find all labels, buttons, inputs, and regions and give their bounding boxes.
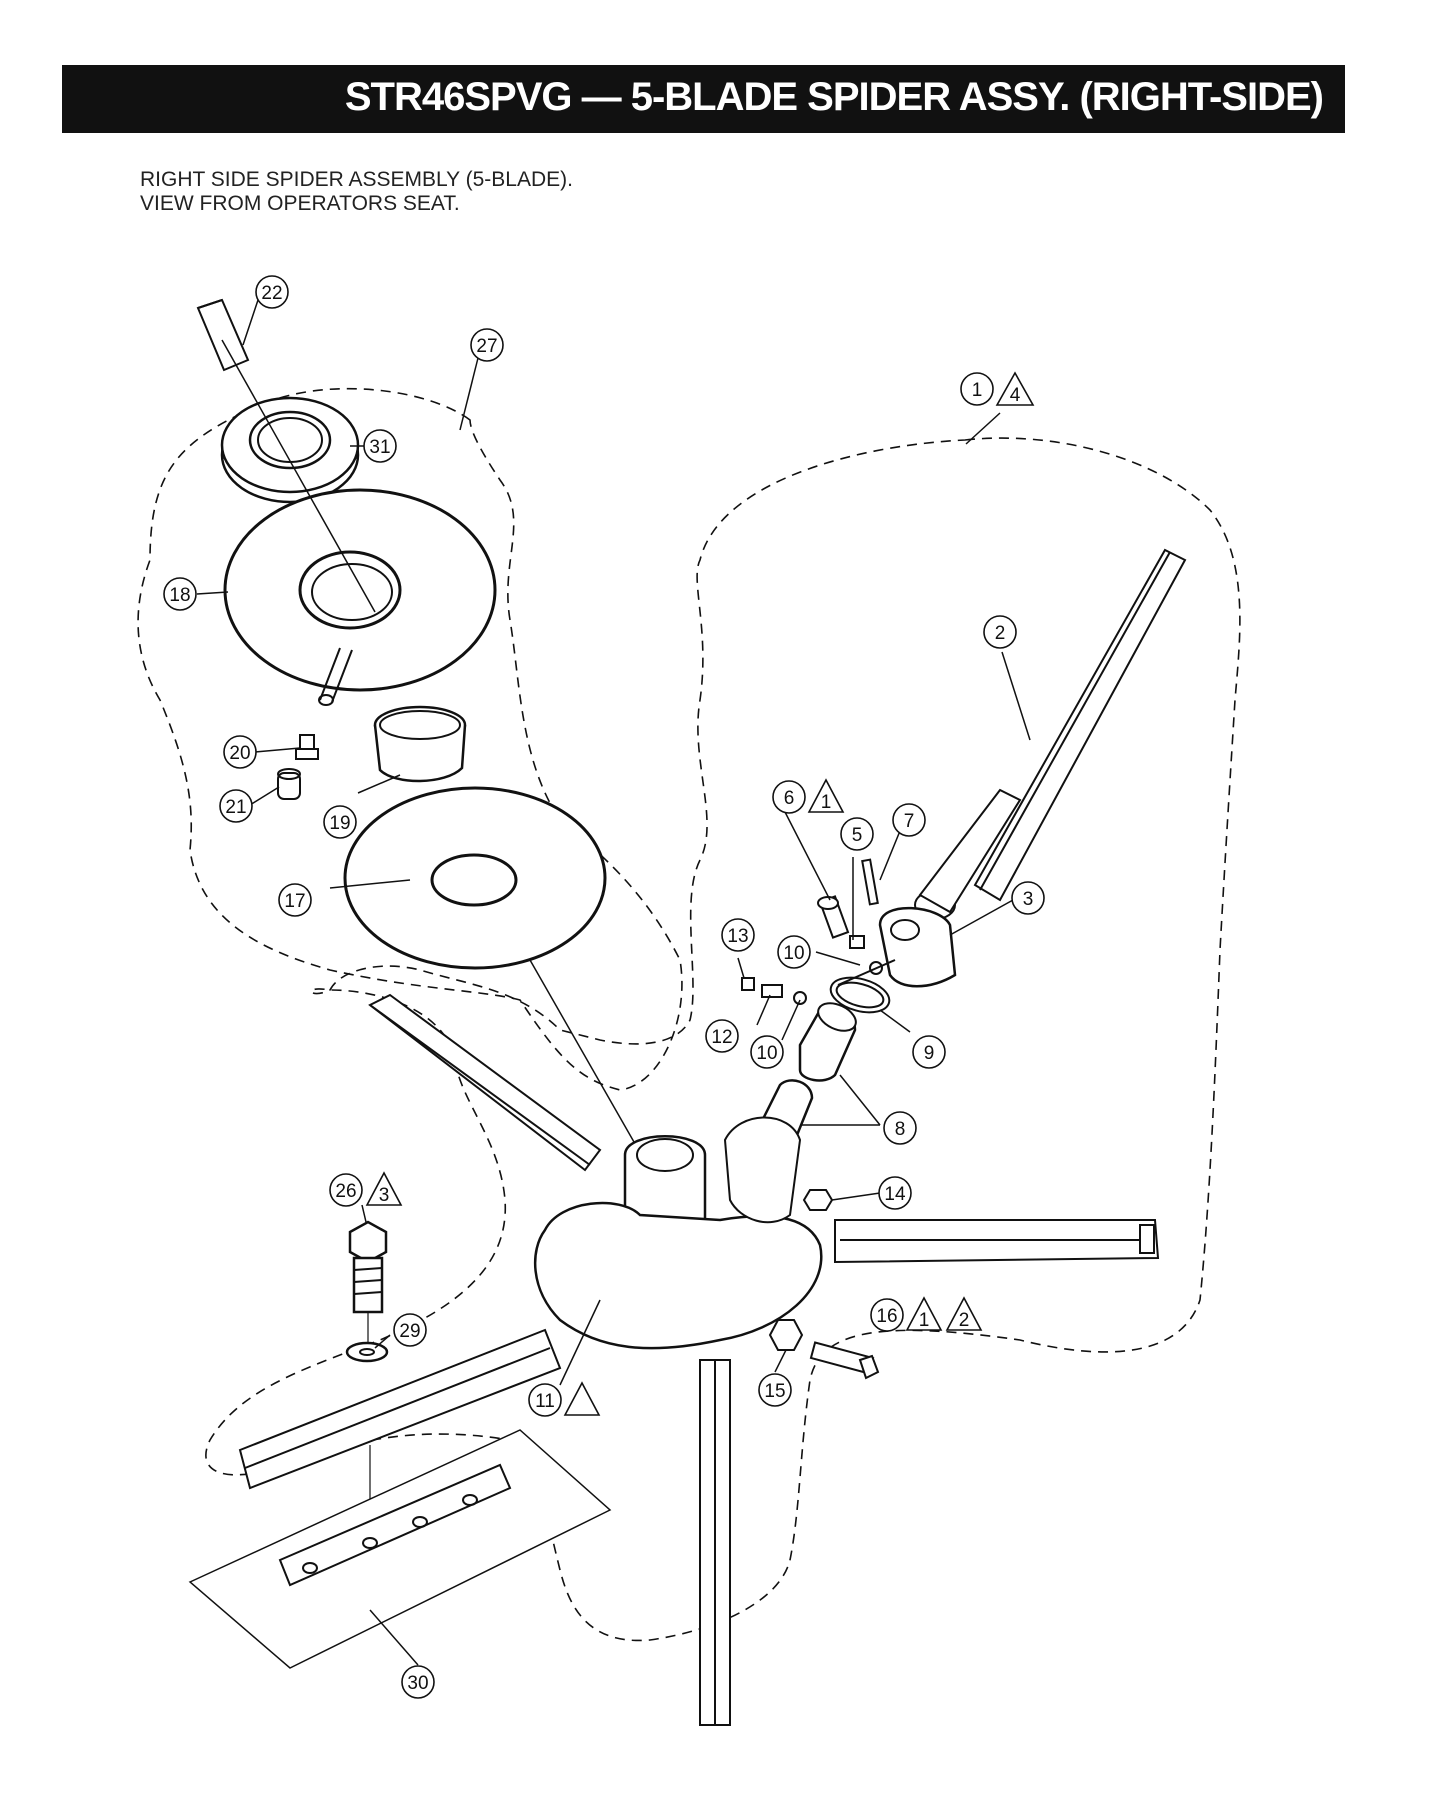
callout-2: 2	[983, 615, 1017, 649]
svg-text:2: 2	[995, 623, 1006, 644]
svg-text:16: 16	[876, 1306, 897, 1327]
blade-arm-lower	[699, 1359, 731, 1726]
svg-text:1: 1	[821, 792, 832, 813]
part-27-washer	[345, 1341, 389, 1363]
svg-text:19: 19	[329, 813, 350, 834]
subassembly-1-boundary	[205, 437, 1241, 1642]
part-10-washer-b	[793, 991, 807, 1005]
callout-21: 21	[219, 789, 253, 823]
svg-text:9: 9	[924, 1043, 935, 1064]
part-11-fitting	[761, 984, 783, 998]
part-9-spring	[829, 959, 896, 1014]
part-10-washer-a	[869, 961, 883, 975]
part-20-grease-fitting	[295, 734, 319, 760]
part-19-sleeve	[373, 705, 467, 783]
svg-text:3: 3	[1023, 889, 1034, 910]
subassembly-29-boundary	[137, 387, 683, 1091]
svg-text:1: 1	[919, 1310, 930, 1331]
part-6-bolt	[817, 895, 850, 939]
callout-7: 7	[892, 803, 926, 837]
callout-29: 27	[470, 328, 504, 362]
svg-text:5: 5	[852, 825, 863, 846]
part-14-bolt	[802, 1189, 834, 1211]
leader-lines	[196, 299, 1031, 1666]
assembly-description: RIGHT SIDE SPIDER ASSEMBLY (5-BLADE). VI…	[140, 168, 573, 216]
svg-text:20: 20	[229, 743, 250, 764]
svg-text:10: 10	[756, 1043, 777, 1064]
callout-27: 29	[393, 1313, 427, 1347]
part-17-lower-disc	[343, 786, 607, 970]
callouts: 22 27 31 18 20 21 19 17 1 4 2 3 6 1 5 7 …	[163, 275, 1045, 1699]
part-18-upper-disc	[223, 488, 497, 706]
callout-14: 14	[878, 1176, 912, 1210]
callout-15: 15	[758, 1373, 792, 1407]
svg-text:8: 8	[895, 1119, 906, 1140]
title-bar: STR46SPVG — 5-BLADE SPIDER ASSY. (RIGHT-…	[62, 65, 1345, 133]
svg-text:1: 1	[972, 380, 983, 401]
callout-1: 1 4	[960, 371, 1035, 406]
svg-text:15: 15	[764, 1381, 785, 1402]
part-16-bolt	[809, 1341, 880, 1380]
description-line-1: RIGHT SIDE SPIDER ASSEMBLY (5-BLADE).	[140, 168, 573, 191]
svg-text:26: 26	[335, 1181, 356, 1202]
page-title: STR46SPVG — 5-BLADE SPIDER ASSY. (RIGHT-…	[344, 75, 1324, 119]
svg-text:14: 14	[884, 1184, 906, 1205]
description-line-2: VIEW FROM OPERATORS SEAT.	[140, 192, 460, 215]
callout-12: 11	[528, 1381, 601, 1417]
part-26-hex-bolt	[348, 1220, 388, 1314]
svg-text:31: 31	[369, 437, 390, 458]
part-2-blade-arm	[914, 548, 1187, 920]
svg-text:18: 18	[169, 585, 190, 606]
blade-arm-right	[834, 1219, 1160, 1264]
svg-text:12: 12	[711, 1027, 732, 1048]
center-axis-line	[221, 339, 376, 613]
callout-11: 12	[705, 1019, 739, 1053]
callout-31: 31	[363, 429, 397, 463]
callout-10-b: 10	[750, 1035, 784, 1069]
callout-18: 18	[163, 577, 197, 611]
svg-text:4: 4	[1010, 385, 1021, 406]
part-5-nut	[849, 935, 865, 949]
svg-text:3: 3	[379, 1185, 390, 1206]
blade-arm-upper-left	[368, 993, 602, 1172]
part-3-clamp	[878, 906, 957, 988]
spider-hub	[534, 1116, 823, 1350]
svg-text:29: 29	[399, 1321, 420, 1342]
part-30-blade	[188, 1429, 612, 1669]
part-15-nut	[768, 1319, 804, 1351]
callout-3: 3	[1011, 881, 1045, 915]
callout-8: 8	[883, 1111, 917, 1145]
callout-5: 5	[840, 817, 874, 851]
callout-16: 16 1 2	[870, 1296, 983, 1332]
svg-text:30: 30	[407, 1673, 428, 1694]
svg-text:2: 2	[959, 1310, 970, 1331]
part-7-pin	[861, 858, 879, 906]
callout-6: 6 1	[772, 778, 845, 814]
svg-text:22: 22	[261, 283, 282, 304]
callout-10-a: 10	[777, 935, 811, 969]
callout-26: 26 3	[329, 1171, 403, 1207]
callout-20: 20	[223, 735, 257, 769]
callout-30: 30	[401, 1665, 435, 1699]
svg-text:17: 17	[284, 891, 305, 912]
svg-text:11: 11	[535, 1391, 555, 1412]
callout-13: 13	[721, 918, 755, 952]
svg-text:6: 6	[784, 788, 795, 809]
callout-19: 19	[323, 805, 357, 839]
part-31-bearing	[220, 396, 360, 504]
part-13-plug	[741, 977, 755, 991]
part-21-cap	[277, 768, 301, 800]
callout-22: 22	[255, 275, 289, 309]
callout-17: 17	[278, 883, 312, 917]
svg-text:27: 27	[476, 336, 497, 357]
svg-text:21: 21	[225, 797, 246, 818]
part-22-key	[196, 298, 250, 372]
callout-9: 9	[912, 1035, 946, 1069]
blade-arm-lower-left	[238, 1328, 562, 1490]
svg-text:7: 7	[904, 811, 915, 832]
svg-text:10: 10	[783, 943, 804, 964]
svg-text:13: 13	[727, 926, 748, 947]
